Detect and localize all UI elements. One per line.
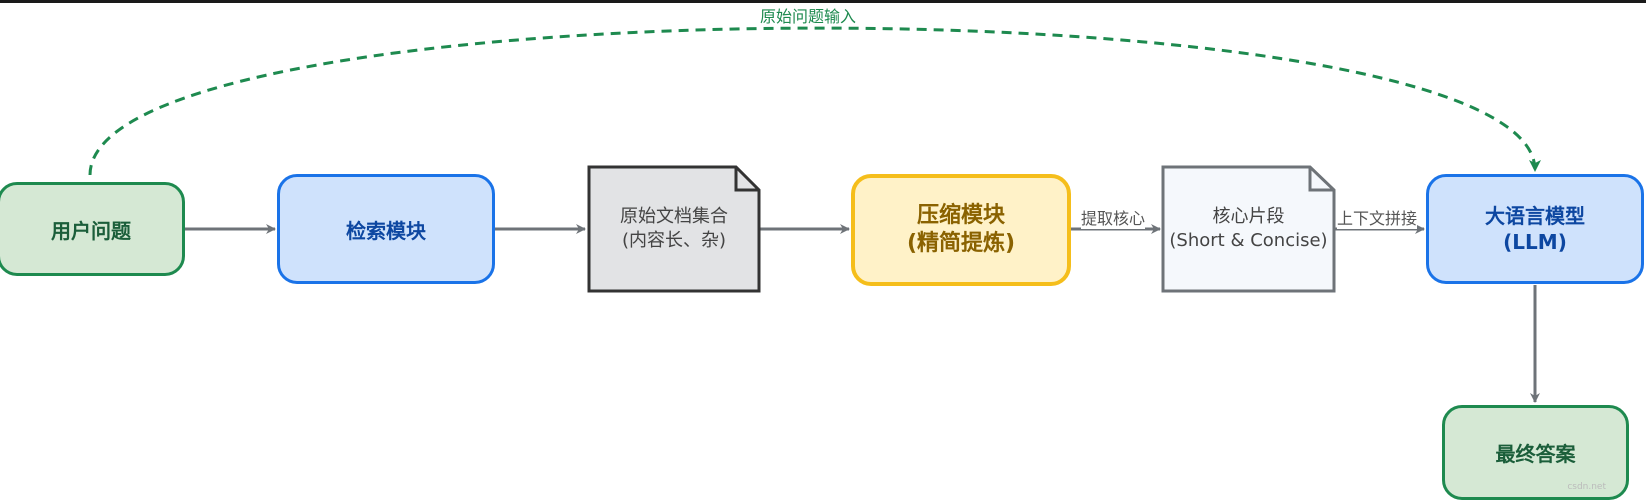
raw-docs-text: 原始文档集合 (内容长、杂) <box>589 205 759 253</box>
llm-title: 大语言模型 <box>1485 204 1585 228</box>
raw-docs-fold <box>734 167 759 192</box>
core-snippet-note: (Short & Concise) <box>1169 230 1328 251</box>
retrieval-module-label: 检索模块 <box>346 218 426 243</box>
core-snippet-fold <box>1308 167 1334 192</box>
user-question-label: 用户问题 <box>51 218 131 243</box>
core-snippet-title: 核心片段 <box>1212 206 1285 227</box>
raw-docs-title: 原始文档集合 <box>620 206 728 227</box>
raw-docs-shape <box>587 165 761 293</box>
llm-node: 大语言模型 (LLM) <box>1426 174 1644 284</box>
raw-docs-note: (内容长、杂) <box>621 230 727 251</box>
loop-connector <box>88 26 1541 176</box>
core-snippet-shape <box>1161 165 1336 293</box>
top-border <box>0 0 1646 3</box>
compress-module-title: 压缩模块 <box>916 203 1005 228</box>
llm-note: (LLM) <box>1503 230 1567 254</box>
final-answer-label: 最终答案 <box>1495 442 1576 466</box>
extract-core-label: 提取核心 <box>1081 205 1146 229</box>
user-question-node: 用户问题 <box>0 182 185 276</box>
retrieval-module-node: 检索模块 <box>277 174 495 284</box>
original-question-input-label: 原始问题输入 <box>760 7 857 26</box>
compress-module-node: 压缩模块 (精简提炼) <box>851 174 1071 286</box>
context-concat-label: 上下文拼接 <box>1337 205 1418 229</box>
compress-module-note: (精简提炼) <box>906 231 1016 256</box>
watermark: csdn.net <box>1567 482 1606 492</box>
core-snippet-text: 核心片段 (Short & Concise) <box>1163 205 1334 253</box>
